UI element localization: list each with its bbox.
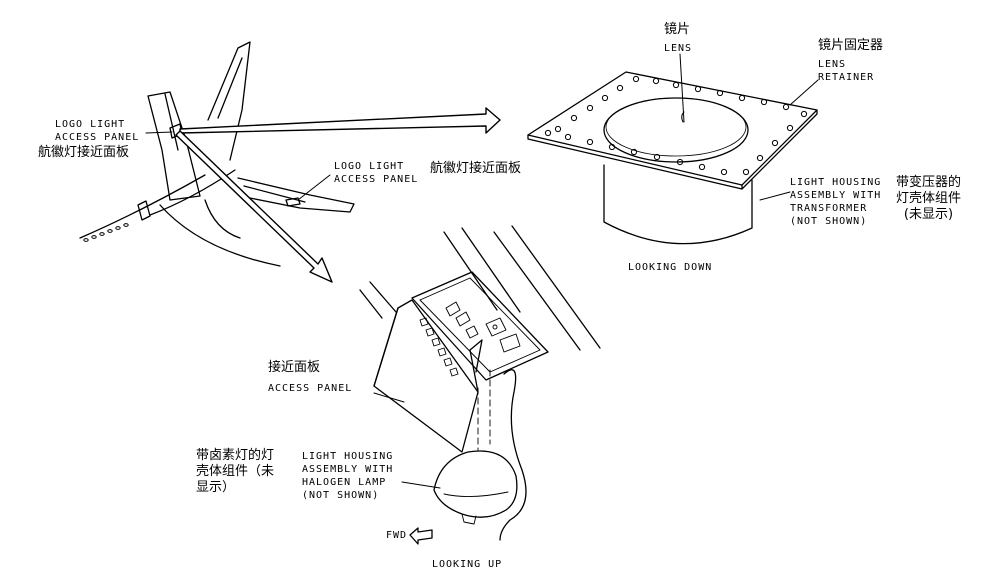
access-panel-view bbox=[359, 225, 601, 545]
fwd-label: FWD bbox=[386, 530, 408, 541]
housing-halogen-label-en: LIGHT HOUSING ASSEMBLY WITH HALOGEN LAMP… bbox=[302, 451, 394, 501]
logo-panel-left-label-en: LOGO LIGHT ACCESS PANEL bbox=[55, 119, 140, 143]
logo-panel-left-label-cn: 航徽灯接近面板 bbox=[38, 145, 130, 160]
looking-up-caption: LOOKING UP bbox=[432, 559, 503, 570]
callout-arrows bbox=[175, 107, 501, 283]
lens-retainer-label-cn: 镜片固定器 bbox=[818, 38, 884, 53]
lens-label-cn: 镜片 bbox=[664, 22, 691, 37]
lens-retainer-view bbox=[527, 71, 818, 245]
logo-panel-stab-label-cn: 航徽灯接近面板 bbox=[430, 161, 522, 176]
access-panel-label-cn: 接近面板 bbox=[268, 360, 321, 375]
lens-retainer-label-en: LENS RETAINER bbox=[818, 59, 875, 83]
looking-down-caption: LOOKING DOWN bbox=[628, 262, 713, 273]
housing-transformer-label-cn: 带变压器的 灯壳体组件 (未显示) bbox=[896, 175, 962, 222]
leader-lines bbox=[145, 53, 819, 489]
lens-label-en: LENS bbox=[664, 43, 693, 54]
access-panel-label-en: ACCESS PANEL bbox=[268, 383, 353, 394]
housing-halogen-label-cn: 带卤素灯的灯 壳体组件（未 显示） bbox=[196, 448, 275, 495]
logo-panel-stab-label-en: LOGO LIGHT ACCESS PANEL bbox=[334, 161, 419, 185]
housing-transformer-label-en: LIGHT HOUSING ASSEMBLY WITH TRANSFORMER … bbox=[790, 177, 882, 227]
